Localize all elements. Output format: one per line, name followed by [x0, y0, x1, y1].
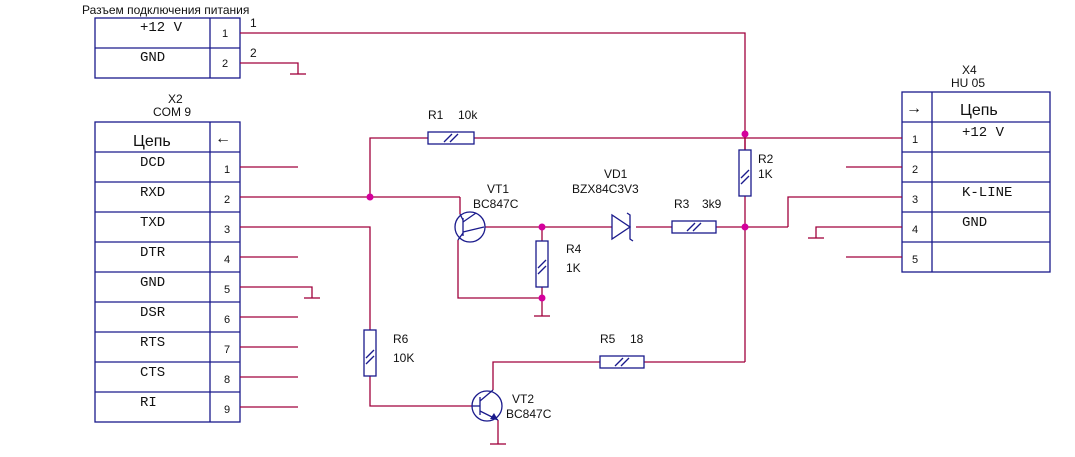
x2-pin-3: 3: [224, 224, 230, 236]
resistor-r6: R6 10K: [363, 329, 414, 377]
r1-value: 10k: [458, 108, 478, 122]
power-signal-gnd: GND: [140, 50, 165, 66]
vt1-value: BC847C: [473, 197, 519, 211]
r4-value: 1K: [566, 261, 581, 275]
x2-pin-8: 8: [224, 374, 230, 386]
power-connector: +12 V GND 1 2: [94, 17, 241, 79]
r1-ref: R1: [428, 108, 444, 122]
x4-pin-1: 1: [912, 134, 918, 146]
r5-value: 18: [630, 332, 644, 346]
x4-pin-5: 5: [912, 254, 918, 266]
x4-pin-3: 3: [912, 194, 918, 206]
transistor-vt1: VT1 BC847C: [454, 182, 519, 243]
r4-ref: R4: [566, 242, 582, 256]
power-pin-2: 2: [222, 58, 228, 70]
x2-signal-txd: TXD: [140, 215, 165, 231]
r2-value: 1K: [758, 167, 773, 181]
vt2-value: BC847C: [506, 407, 552, 421]
x4-arrow-icon: →: [906, 100, 922, 117]
r6-ref: R6: [393, 332, 409, 346]
junction-node: [741, 223, 749, 231]
x2-pin-9: 9: [224, 404, 230, 416]
power-signal-12v: +12 V: [140, 20, 183, 36]
junction-node: [741, 130, 749, 138]
junction-node: [366, 193, 374, 201]
resistor-r1: R1 10k: [427, 108, 478, 145]
x2-pin-5: 5: [224, 284, 230, 296]
x2-pin-4: 4: [224, 254, 230, 266]
x4-ref: X4: [962, 63, 977, 77]
resistor-r4: R4 1K: [535, 240, 582, 288]
x2-signal-rts: RTS: [140, 335, 165, 351]
vt1-ref: VT1: [487, 182, 509, 196]
x2-pin-2: 2: [224, 194, 230, 206]
x2-pin-1: 1: [224, 164, 230, 176]
wires: [240, 32, 902, 445]
x2-name: COM 9: [153, 105, 191, 119]
x2-signal-gnd: GND: [140, 275, 165, 291]
x2-header: Цепь: [133, 133, 171, 150]
junction-node: [538, 294, 546, 302]
x4-connector: → Цепь +12 V K-LINE GND 1 2 3 4 5: [901, 91, 1051, 273]
power-connector-title: Разъем подключения питания: [82, 3, 249, 17]
r5-ref: R5: [600, 332, 616, 346]
x4-signal-12v: +12 V: [962, 125, 1005, 141]
x4-pin-4: 4: [912, 224, 918, 236]
power-pin-1: 1: [222, 28, 228, 40]
resistor-r3: R3 3k9: [671, 197, 722, 234]
resistor-r5: R5 18: [599, 332, 645, 369]
power-wire-2-label: 2: [250, 46, 257, 60]
resistor-r2: R2 1K: [738, 149, 774, 197]
r3-value: 3k9: [702, 197, 722, 211]
x2-signal-ri: RI: [140, 395, 157, 411]
r6-value: 10K: [393, 351, 414, 365]
x2-signal-dcd: DCD: [140, 155, 165, 171]
x2-signal-cts: CTS: [140, 365, 165, 381]
x4-pin-2: 2: [912, 164, 918, 176]
vd1-ref: VD1: [604, 167, 628, 181]
vt2-ref: VT2: [512, 392, 534, 406]
r3-ref: R3: [674, 197, 690, 211]
zener-diode-vd1: VD1 BZX84C3V3: [572, 167, 639, 242]
junction-node: [538, 223, 546, 231]
x4-header: Цепь: [960, 102, 998, 119]
x2-signal-dtr: DTR: [140, 245, 166, 261]
x4-name: HU 05: [951, 76, 985, 90]
x2-pin-6: 6: [224, 314, 230, 326]
x2-pin-7: 7: [224, 344, 230, 356]
power-wire-1-label: 1: [250, 16, 257, 30]
vd1-value: BZX84C3V3: [572, 182, 639, 196]
x2-arrow-icon: ←: [215, 130, 231, 147]
x2-signal-rxd: RXD: [140, 185, 165, 201]
junctions: [366, 130, 749, 302]
x2-signal-dsr: DSR: [140, 305, 166, 321]
r2-ref: R2: [758, 152, 774, 166]
x2-connector: Цепь ← DCD RXD TXD DTR GND DSR RTS CTS R…: [94, 121, 241, 423]
transistor-vt2: VT2 BC847C: [471, 389, 552, 422]
x4-signal-gnd: GND: [962, 215, 987, 231]
x4-signal-kline: K-LINE: [962, 185, 1012, 201]
x2-ref: X2: [168, 92, 183, 106]
